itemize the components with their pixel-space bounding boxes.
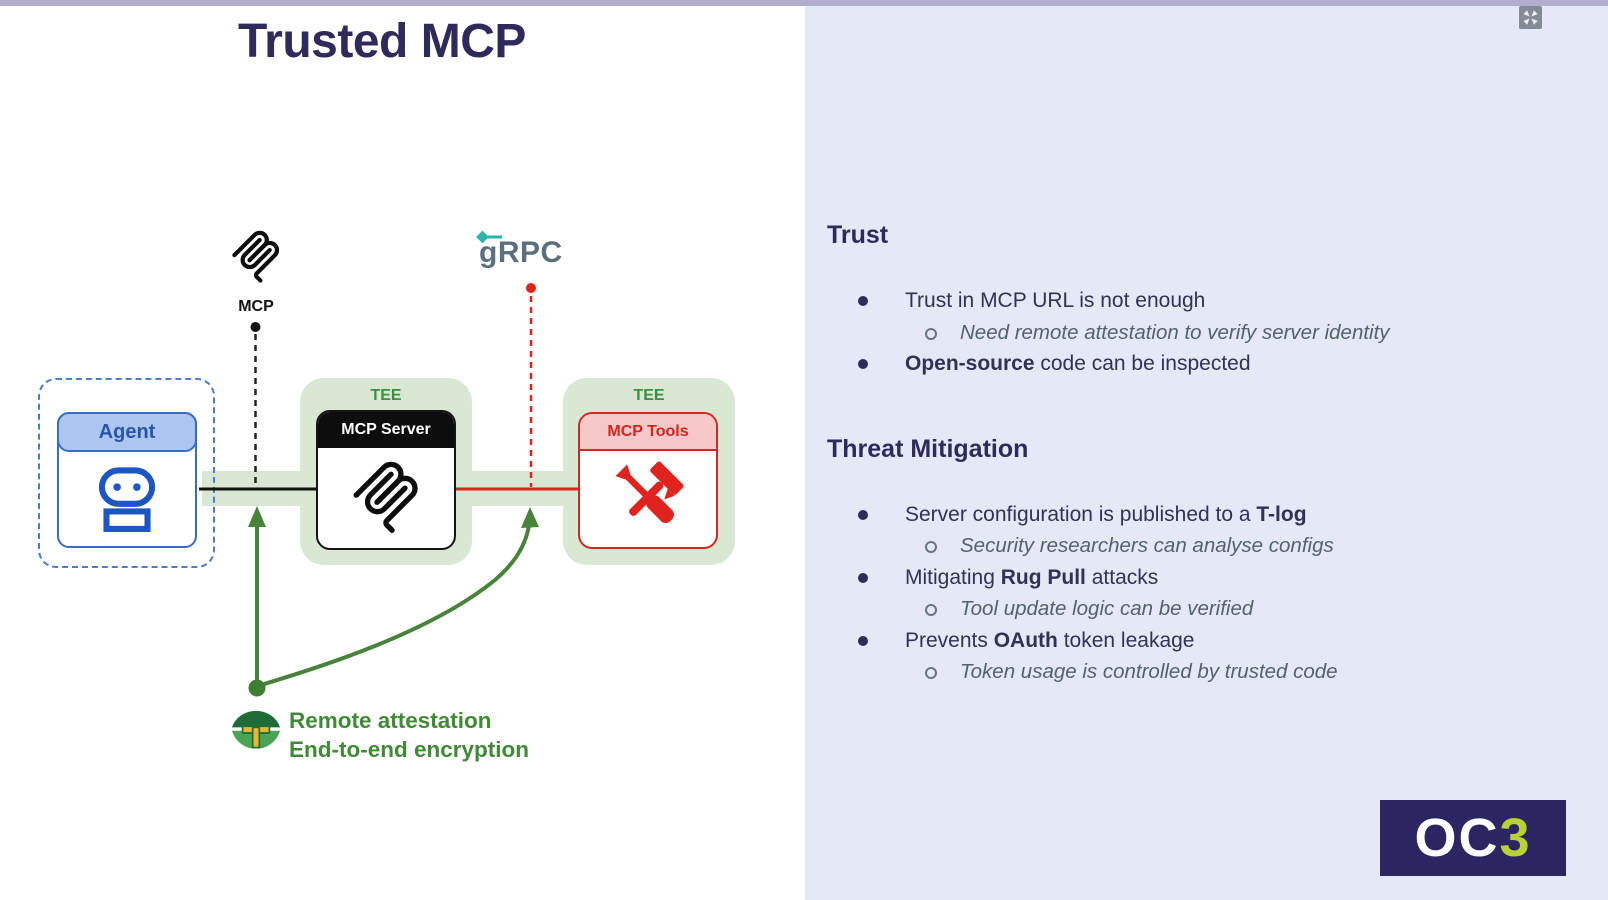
- bullet-ring: [925, 541, 937, 553]
- bullet-text: Trust in MCP URL is not enough: [905, 289, 1206, 312]
- agent-box: Agent: [57, 412, 197, 548]
- bullet-ring: [925, 604, 937, 616]
- mcp-tools-box-header: MCP Tools: [580, 414, 716, 451]
- attestation-caption-line1: Remote attestation: [289, 708, 492, 733]
- bullet-dot: [858, 635, 868, 646]
- mcp-line-dot: [250, 322, 261, 332]
- agent-box-body: [59, 452, 195, 546]
- bullet-ring: [925, 667, 937, 679]
- attestation-arrowhead-left: [248, 506, 266, 527]
- bullet-text: Need remote attestation to verify server…: [960, 320, 1390, 344]
- secure-channel-band-right: [468, 471, 565, 506]
- page-title: Trusted MCP: [238, 15, 526, 68]
- bullet-text: Open-source code can be inspected: [905, 352, 1251, 375]
- bullet-item: Mitigating Rug Pull attacks: [827, 562, 1577, 594]
- section-heading: Threat Mitigation: [827, 434, 1029, 463]
- mcp-tools-box: MCP Tools: [578, 412, 718, 549]
- oc3-logo-3: 3: [1499, 808, 1532, 868]
- bullet-dot: [858, 509, 868, 520]
- bullet-dot: [858, 572, 868, 583]
- bullet-text: Token usage is controlled by trusted cod…: [960, 660, 1338, 683]
- attestation-badge-icon: [228, 704, 284, 762]
- agent-boundary-box: [38, 378, 215, 568]
- tee-label: TEE: [633, 387, 665, 404]
- robot-icon: [89, 459, 165, 540]
- bullet-item: Trust in MCP URL is not enough: [827, 285, 1577, 317]
- mcp-server-box-header: MCP Server: [318, 412, 454, 448]
- grpc-line-dot: [526, 283, 536, 293]
- bullet-text: Tool update logic can be verified: [960, 597, 1254, 620]
- sub-bullet-item: Security researchers can analyse configs: [827, 530, 1577, 562]
- grpc-logo: gRPC: [476, 230, 563, 270]
- sub-bullet-item: Need remote attestation to verify server…: [827, 317, 1577, 349]
- attestation-origin-dot: [248, 679, 266, 697]
- bullet-text: Mitigating Rug Pull attacks: [905, 565, 1159, 589]
- mcp-tools-box-body: [580, 451, 716, 547]
- section-heading: Trust: [827, 221, 889, 249]
- bullet-text: Prevents OAuth token leakage: [905, 628, 1195, 652]
- compress-icon[interactable]: [1519, 6, 1542, 29]
- secure-channel-band-left: [202, 471, 304, 506]
- attestation-arrowhead-right: [521, 507, 539, 528]
- attestation-caption-line2: End-to-end encryption: [289, 736, 529, 762]
- mcp-logo-icon: [227, 226, 285, 284]
- top-strip: [0, 0, 1608, 6]
- crossed-tools-icon: [607, 456, 689, 543]
- sub-bullet-item: Token usage is controlled by trusted cod…: [827, 656, 1577, 688]
- agent-box-header: Agent: [57, 412, 197, 452]
- bullet-ring: [925, 327, 937, 340]
- mcp-server-box: MCP Server: [316, 410, 456, 550]
- mcp-logo-icon: [346, 455, 426, 540]
- bullet-item: Prevents OAuth token leakage: [827, 625, 1577, 657]
- tee-label: TEE: [370, 387, 402, 404]
- grpc-accent-icon: [476, 230, 508, 249]
- bullet-dot: [858, 359, 868, 369]
- attestation-caption: Remote attestation End-to-end encryption: [289, 707, 529, 764]
- grpc-label: gRPC: [479, 236, 563, 269]
- bullet-item: Open-source code can be inspected: [827, 348, 1577, 380]
- bullet-text: Server configuration is published to a T…: [905, 502, 1307, 526]
- bullet-text: Security researchers can analyse configs: [960, 534, 1334, 557]
- mcp-protocol-label: MCP: [238, 298, 274, 315]
- oc3-logo-oc: OC: [1414, 808, 1500, 868]
- bullet-dot: [858, 296, 868, 306]
- bullet-item: Server configuration is published to a T…: [827, 499, 1577, 531]
- mcp-server-box-body: [318, 448, 454, 547]
- sub-bullet-item: Tool update logic can be verified: [827, 593, 1577, 625]
